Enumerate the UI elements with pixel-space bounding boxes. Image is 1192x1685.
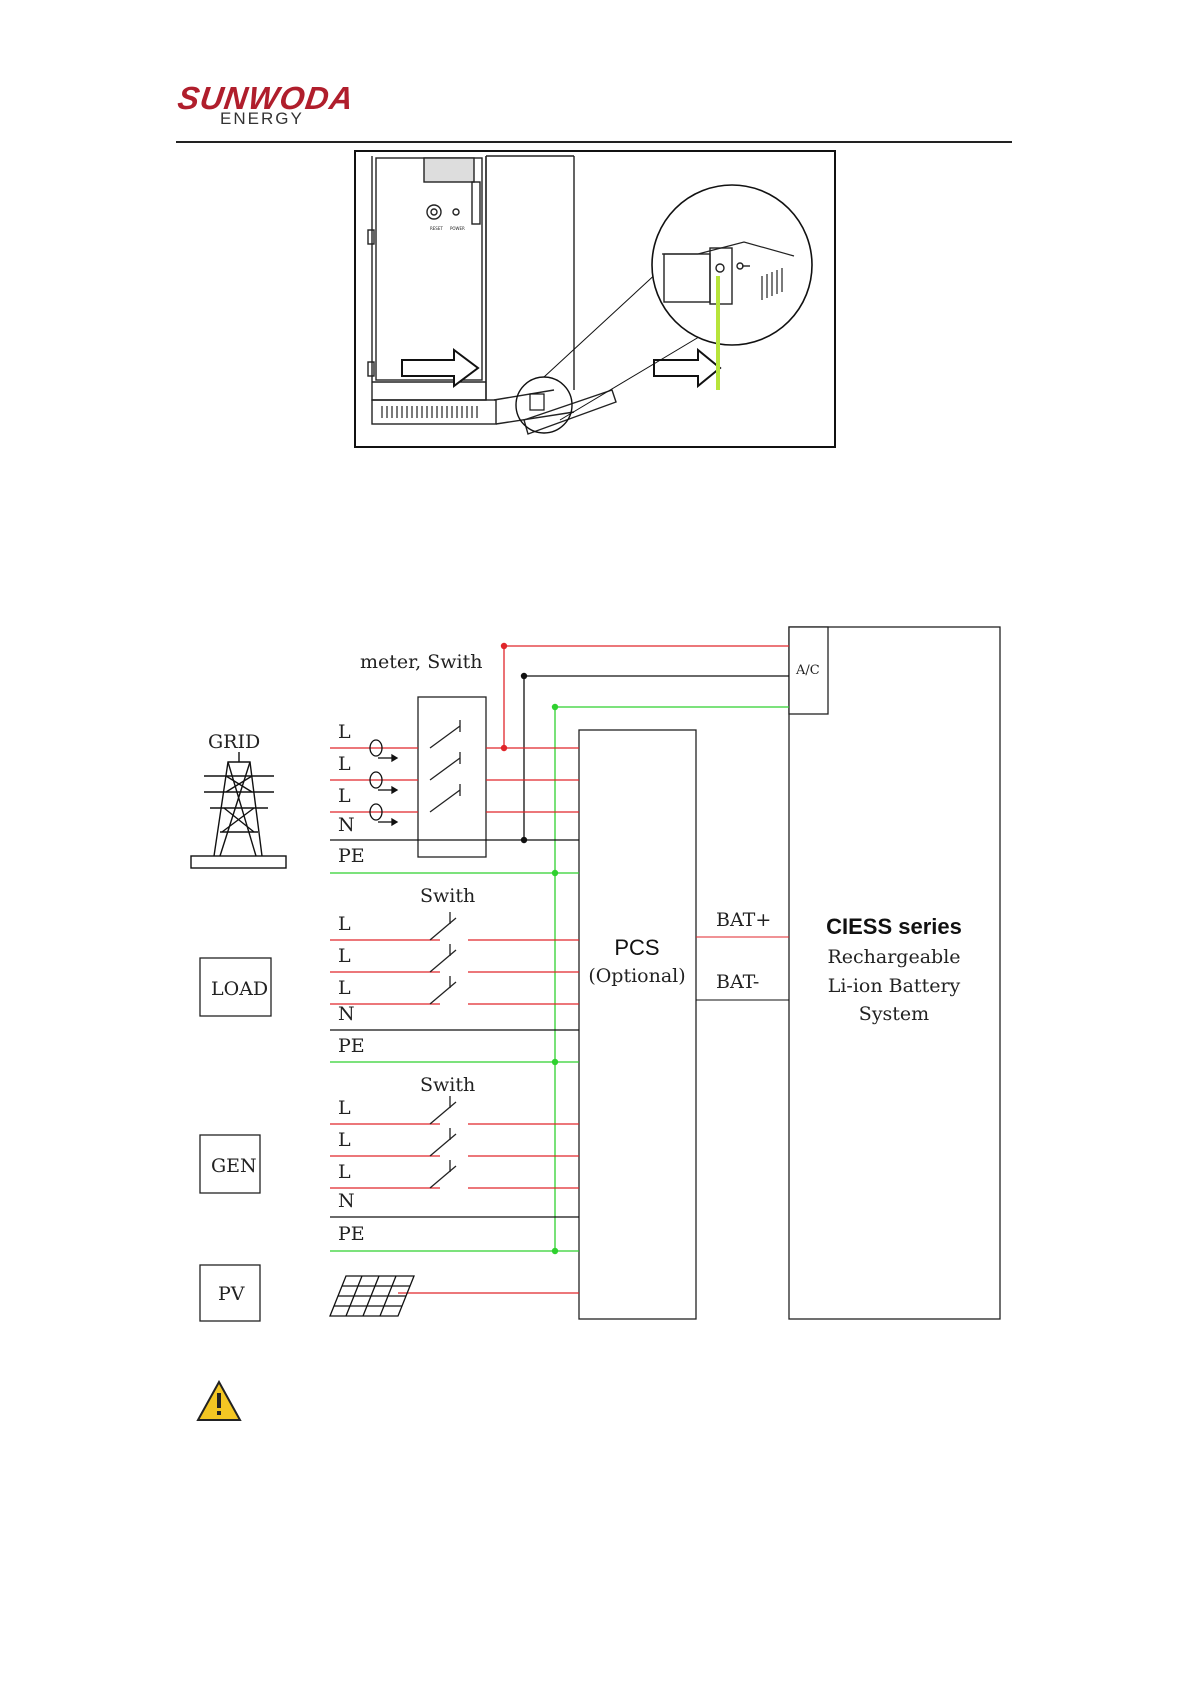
load-line-pe: PE [338,1035,365,1057]
solar-panel-icon [330,1276,414,1316]
gen-label: GEN [211,1155,257,1177]
power-label: POWER [450,226,465,231]
load-line-l2: L [338,945,351,967]
ac-label: A/C [795,663,820,678]
bat-minus-label: BAT- [716,971,759,993]
gen-line-l2: L [338,1129,351,1151]
sunwoda-logo: SUNWODA ENERGY [178,82,368,132]
meter-switch-label: meter, Swith [360,651,482,673]
load-switch-contacts [430,912,456,1004]
pcs-box [579,730,696,1319]
ciess-line2: Li-ion Battery [828,975,961,997]
transmission-tower-icon [191,752,286,868]
gen-line-pe: PE [338,1223,365,1245]
bat-plus-label: BAT+ [716,909,771,931]
load-lines [330,940,579,1062]
warning-triangle-icon [196,1380,242,1422]
brand-sub: ENERGY [220,110,304,128]
grid-line-l1: L [338,721,351,743]
cabinet-grounding-figure: RESET POWER [354,150,836,448]
header-divider [176,141,1012,143]
grid-line-pe: PE [338,845,365,867]
gen-line-l3: L [338,1161,351,1183]
meter-switch-box [418,697,486,857]
pcs-title: PCS [614,935,659,960]
load-line-n: N [338,1003,355,1025]
load-line-l1: L [338,913,351,935]
wiring-diagram: meter, Swith A/C GRID L L L N PE Swith L… [0,600,1192,1360]
ciess-box [789,627,1000,1319]
reset-label: RESET [430,226,443,231]
pcs-subtitle: (Optional) [588,965,685,987]
load-label: LOAD [211,978,268,1000]
gen-switch-contacts [430,1096,456,1188]
load-switch-label: Swith [420,885,475,907]
gen-line-l1: L [338,1097,351,1119]
gen-switch-label: Swith [420,1074,475,1096]
load-line-l3: L [338,977,351,999]
pv-label: PV [218,1283,245,1305]
ciess-line3: System [859,1003,929,1025]
gen-lines [330,1124,579,1251]
grid-line-l2: L [338,753,351,775]
ciess-title: CIESS series [826,914,962,939]
grid-label: GRID [208,731,260,753]
gen-line-n: N [338,1190,355,1212]
ciess-line1: Rechargeable [827,946,960,968]
grid-line-n: N [338,814,355,836]
grid-line-l3: L [338,785,351,807]
